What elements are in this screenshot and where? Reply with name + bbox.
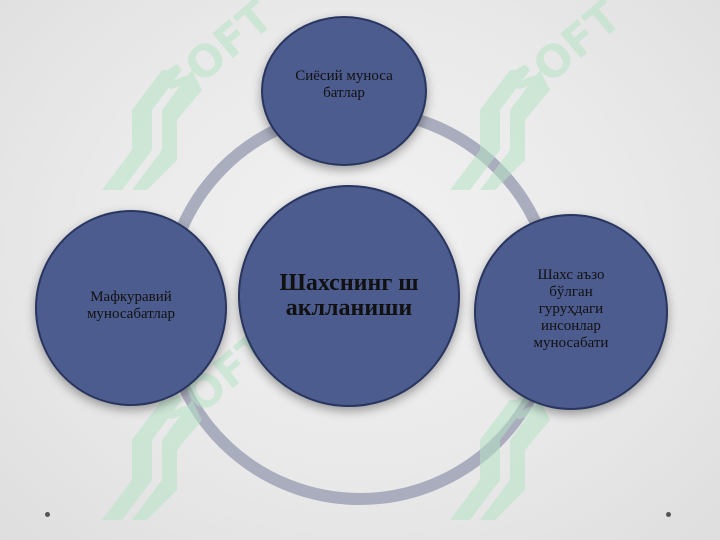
node-left-label: Мафкуравий муносабатлар	[86, 289, 176, 322]
bullet-dot-right	[666, 512, 671, 517]
node-center-label: Шахснинг шаклланиши	[279, 270, 419, 321]
node-top-label: Сиёсий муносабатлар	[295, 68, 393, 101]
node-center: Шахснинг шаклланиши	[238, 185, 460, 407]
node-left: Мафкуравий муносабатлар	[35, 210, 227, 406]
node-top: Сиёсий муносабатлар	[261, 16, 427, 166]
bullet-dot-left	[45, 512, 50, 517]
node-right: Шахс аъзо бўлган гуруҳдаги инсонлар муно…	[474, 214, 668, 410]
svg-text:SOFT: SOFT	[499, 0, 631, 113]
node-right-label: Шахс аъзо бўлган гуруҳдаги инсонлар муно…	[533, 266, 609, 351]
